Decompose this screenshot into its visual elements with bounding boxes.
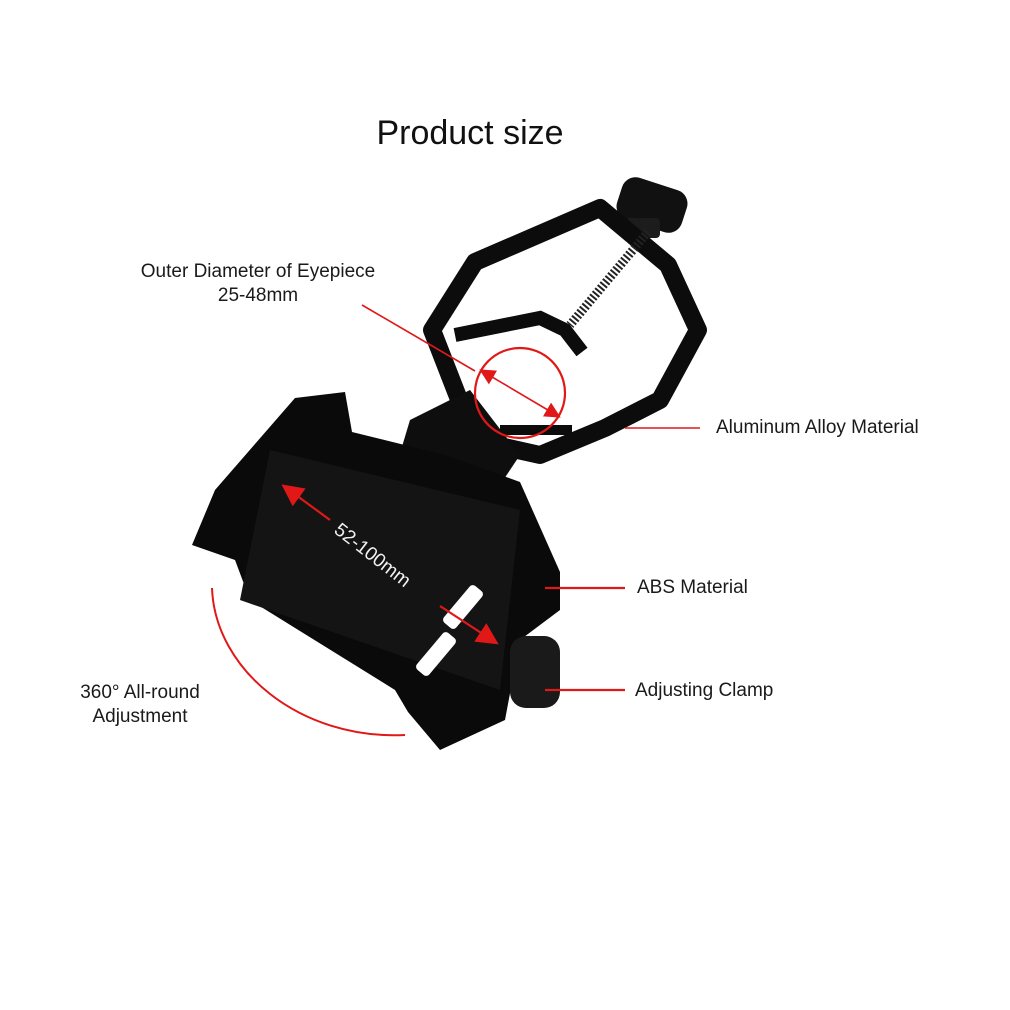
page-title: Product size: [376, 114, 564, 152]
rotation-label-line1: 360° All-round: [80, 682, 200, 703]
adjusting-clamp-label: Adjusting Clamp: [635, 680, 774, 701]
eyepiece-diameter-label: Outer Diameter of Eyepiece 25-48mm: [108, 260, 408, 308]
phone-clamp-body-icon: [192, 392, 560, 750]
rotation-label-line2: Adjustment: [92, 706, 188, 727]
eyepiece-label-line1: Outer Diameter of Eyepiece: [140, 261, 376, 282]
abs-material-label: ABS Material: [637, 577, 748, 598]
rotation-label: 360° All-round Adjustment: [55, 681, 225, 729]
annotation-lines: [211, 304, 700, 737]
hexagon-frame-icon: [423, 199, 707, 464]
clamp-knob-icon: [510, 636, 560, 708]
eyepiece-label-line2: 25-48mm: [217, 285, 299, 306]
aluminum-alloy-label: Aluminum Alloy Material: [716, 417, 919, 438]
